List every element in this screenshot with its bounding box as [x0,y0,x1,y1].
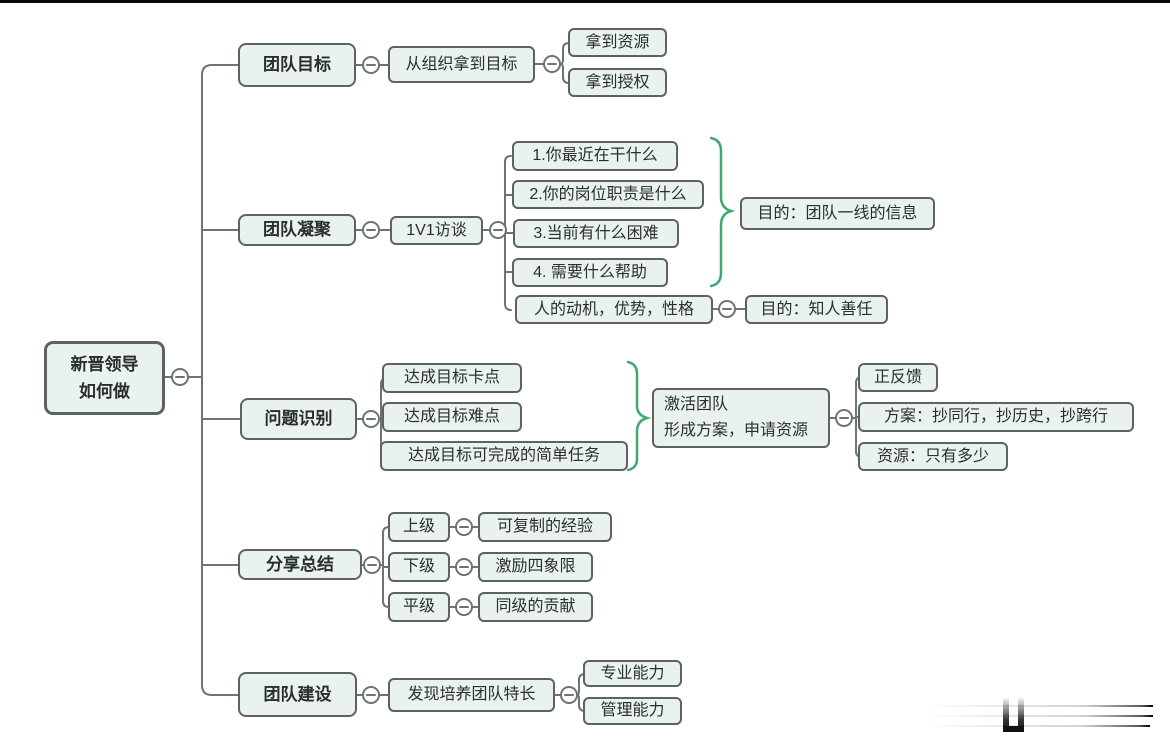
node-peer-contribution[interactable]: 同级的贡献 [478,592,593,622]
node-goal-simple-tasks[interactable]: 达成目标可完成的简单任务 [380,441,628,471]
node-incentive-quadrant[interactable]: 激励四象限 [478,552,593,582]
node-team-goal[interactable]: 团队目标 [238,43,356,87]
node-purpose-frontline-info[interactable]: 目的：团队一线的信息 [740,197,935,230]
collapse-toggle-icon[interactable] [362,56,380,74]
node-activate-team-plan[interactable]: 激活团队 形成方案，申请资源 [652,388,830,448]
grouping-brace-problems [626,360,652,472]
node-positive-feedback[interactable]: 正反馈 [858,363,938,392]
collapse-toggle-icon[interactable] [171,368,189,386]
node-replicable-experience[interactable]: 可复制的经验 [478,512,612,542]
collapse-toggle-icon[interactable] [362,410,380,428]
node-purpose-know-people[interactable]: 目的：知人善任 [745,295,888,324]
node-team-cohesion[interactable]: 团队凝聚 [238,214,356,246]
collapse-toggle-icon[interactable] [835,409,853,427]
node-question-1[interactable]: 1.你最近在干什么 [512,141,678,171]
collapse-toggle-icon[interactable] [455,598,473,616]
collapse-toggle-icon[interactable] [363,556,381,574]
watermark-line [925,715,1153,717]
node-subordinate[interactable]: 下级 [388,552,450,582]
node-discover-team-strengths[interactable]: 发现培养团队特长 [388,678,555,712]
node-resources-how-much[interactable]: 资源：只有多少 [858,442,1008,471]
node-root[interactable]: 新晋领导 如何做 [44,341,165,415]
node-1v1-interview[interactable]: 1V1访谈 [390,216,483,245]
watermark-line [925,725,1150,727]
node-get-resources[interactable]: 拿到资源 [568,28,667,57]
node-question-2[interactable]: 2.你的岗位职责是什么 [512,180,704,209]
node-question-3[interactable]: 3.当前有什么困难 [513,219,679,248]
watermark-line [925,705,1153,707]
node-question-4[interactable]: 4. 需要什么帮助 [512,258,668,287]
node-superior[interactable]: 上级 [388,512,450,542]
node-management-ability[interactable]: 管理能力 [583,697,682,725]
watermark-u-mark [1003,697,1024,732]
collapse-toggle-icon[interactable] [718,300,736,318]
grouping-brace-interview [709,136,736,288]
collapse-toggle-icon[interactable] [455,558,473,576]
node-team-building[interactable]: 团队建设 [238,672,357,717]
node-goal-difficulties[interactable]: 达成目标难点 [382,402,522,432]
node-plan-copy-methods[interactable]: 方案：抄同行，抄历史，抄跨行 [858,402,1134,432]
node-motivation-strengths[interactable]: 人的动机，优势，性格 [515,295,713,324]
collapse-toggle-icon[interactable] [543,55,561,73]
collapse-toggle-icon[interactable] [489,221,507,239]
collapse-toggle-icon[interactable] [455,518,473,536]
top-border-bar [0,0,1170,3]
node-get-authorization[interactable]: 拿到授权 [568,68,667,97]
collapse-toggle-icon[interactable] [362,221,380,239]
node-problem-identification[interactable]: 问题识别 [240,398,357,440]
node-share-summary[interactable]: 分享总结 [238,549,362,580]
collapse-toggle-icon[interactable] [362,686,380,704]
node-professional-ability[interactable]: 专业能力 [583,660,682,687]
node-get-goal-from-org[interactable]: 从组织拿到目标 [388,46,535,83]
node-goal-blockers[interactable]: 达成目标卡点 [382,363,522,393]
node-peer[interactable]: 平级 [388,592,450,622]
collapse-toggle-icon[interactable] [560,686,578,704]
